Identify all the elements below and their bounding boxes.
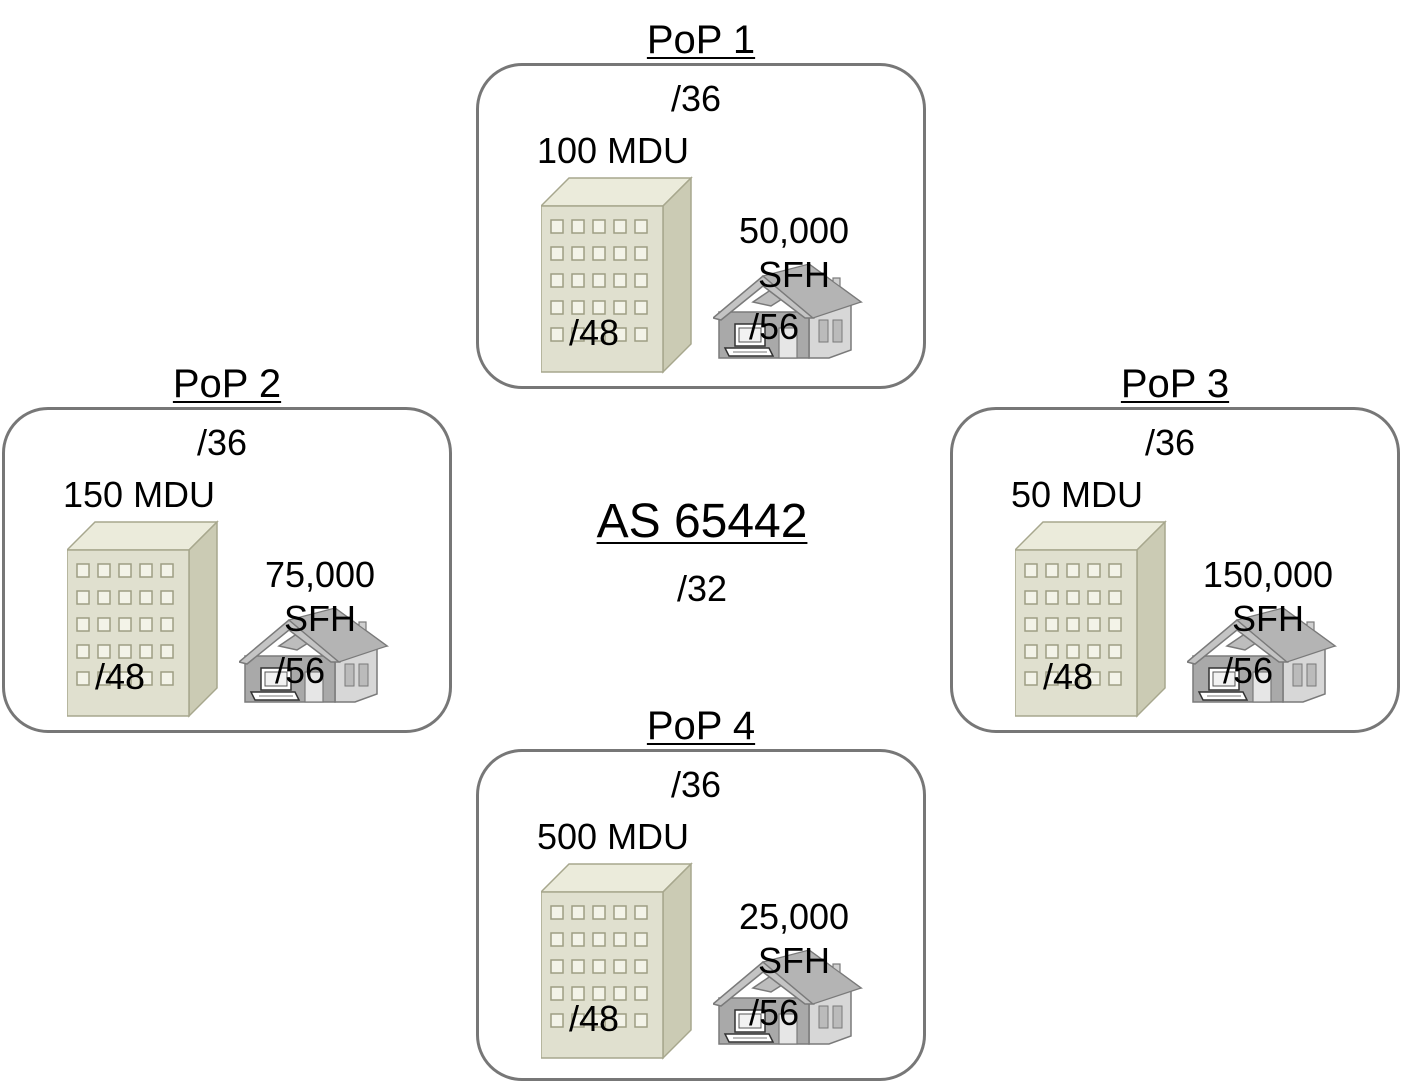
as-number-title: AS 65442 — [596, 495, 808, 548]
apartment-building-icon — [539, 176, 693, 376]
pop-title: PoP 2 — [172, 362, 282, 406]
pop-title: PoP 1 — [646, 18, 756, 62]
pop-box: /36 100 MDU 50,000 SFH — [476, 63, 926, 389]
pop-4: PoP 4 /36 500 MDU 25, — [476, 704, 926, 1081]
mdu-count: 500 MDU — [537, 816, 690, 857]
sfh-count: 150,000 — [1202, 554, 1334, 595]
pop-prefix: /36 — [1144, 422, 1196, 463]
sfh-label: SFH — [1232, 598, 1304, 639]
as-prefix: /32 — [676, 568, 728, 609]
apartment-building-icon — [65, 520, 219, 720]
mdu-count: 150 MDU — [63, 474, 216, 515]
pop-1: PoP 1 /36 100 MDU 50, — [476, 18, 926, 389]
sfh-count: 25,000 — [738, 896, 850, 937]
sfh-label: SFH — [758, 254, 830, 295]
pop-box: /36 150 MDU 75,000 SFH — [2, 407, 452, 733]
sfh-prefix: /56 — [275, 650, 326, 691]
mdu-count: 50 MDU — [1011, 474, 1144, 515]
sfh-label: SFH — [758, 940, 830, 981]
sfh-prefix: /56 — [749, 992, 800, 1033]
apartment-building-icon — [1013, 520, 1167, 720]
apartment-building-icon — [539, 862, 693, 1062]
house-with-computer-icon — [237, 606, 390, 706]
mdu-prefix: /48 — [1043, 656, 1094, 697]
pop-box: /36 50 MDU 150,000 SFH — [950, 407, 1400, 733]
pop-title: PoP 3 — [1120, 362, 1230, 406]
pop-2: PoP 2 /36 150 MDU 75, — [2, 362, 452, 733]
sfh-count: 50,000 — [738, 210, 850, 251]
sfh-label: SFH — [284, 598, 356, 639]
mdu-count: 100 MDU — [537, 130, 690, 171]
pop-prefix: /36 — [670, 78, 722, 119]
pop-3: PoP 3 /36 50 MDU 150, — [950, 362, 1400, 733]
house-with-computer-icon — [1185, 606, 1338, 706]
pop-prefix: /36 — [670, 764, 722, 805]
mdu-prefix: /48 — [569, 312, 620, 353]
house-with-computer-icon — [711, 948, 864, 1048]
mdu-prefix: /48 — [569, 998, 620, 1039]
pop-title: PoP 4 — [646, 704, 756, 748]
pop-prefix: /36 — [196, 422, 248, 463]
sfh-prefix: /56 — [1223, 650, 1274, 691]
mdu-prefix: /48 — [95, 656, 146, 697]
pop-box: /36 500 MDU 25,000 SFH — [476, 749, 926, 1081]
house-with-computer-icon — [711, 262, 864, 362]
sfh-prefix: /56 — [749, 306, 800, 347]
sfh-count: 75,000 — [264, 554, 376, 595]
